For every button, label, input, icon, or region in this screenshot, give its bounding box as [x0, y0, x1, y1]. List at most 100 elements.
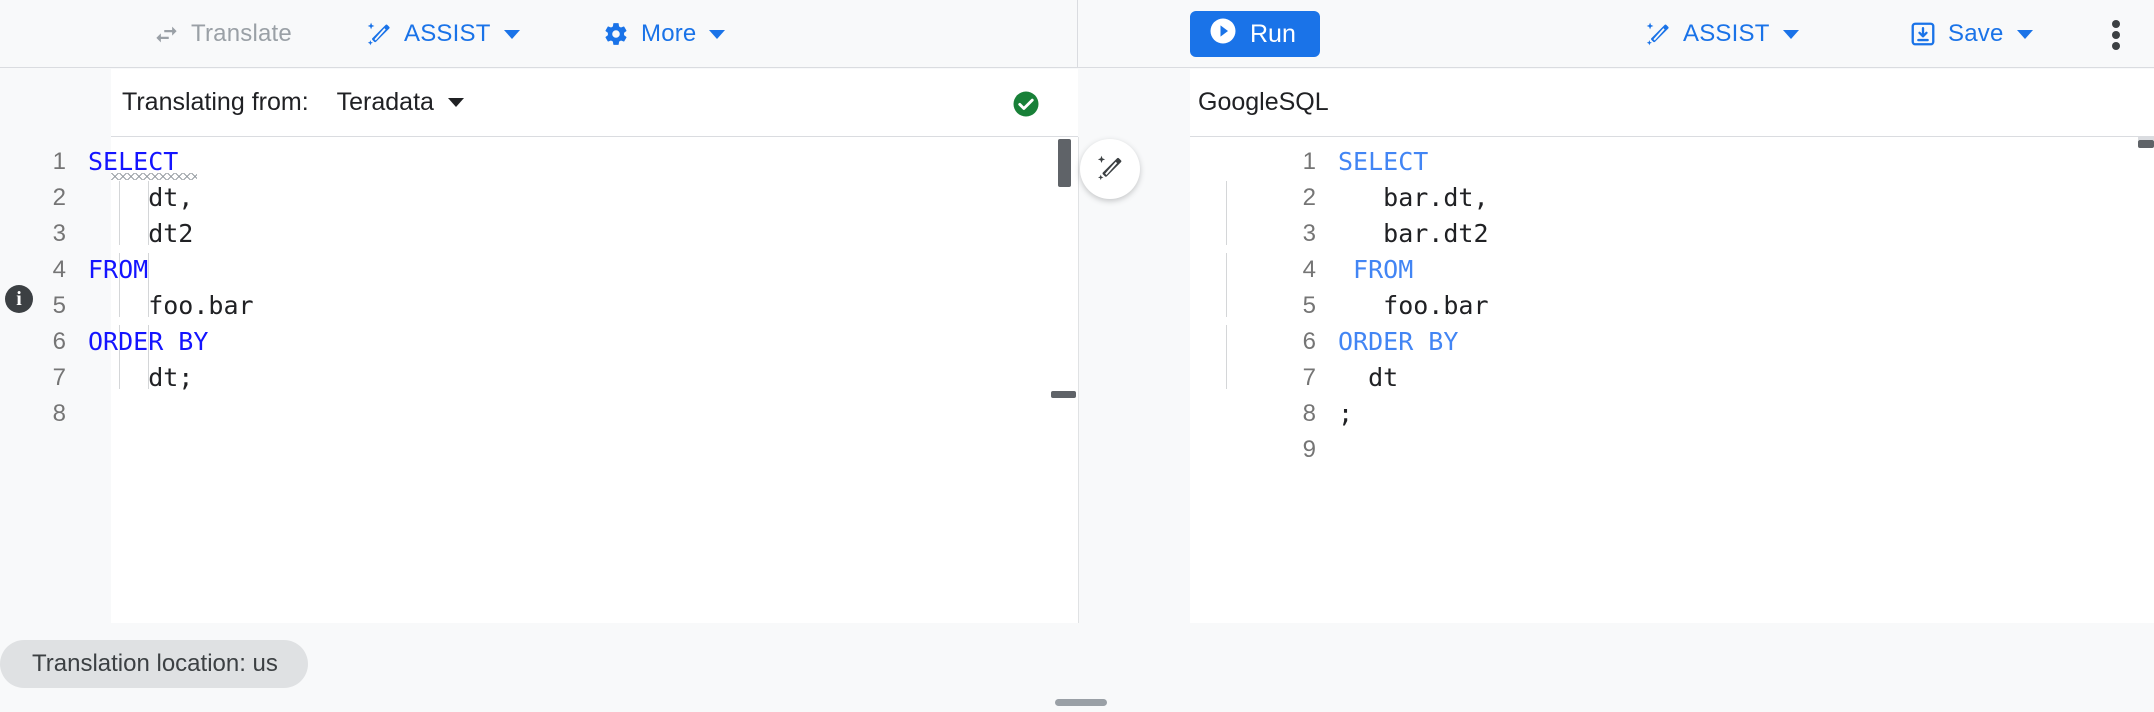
chevron-down-icon [503, 29, 520, 39]
source-header-gutter [0, 69, 111, 137]
gear-icon [602, 20, 630, 48]
center-divider [1078, 137, 1079, 623]
line-number: 7 [52, 364, 66, 391]
check-circle-icon [1011, 89, 1041, 119]
source-dialect-bar: Translating from: Teradata [111, 69, 1078, 137]
code-text: dt2 [88, 219, 194, 248]
code-line[interactable]: 5 foo.bar [1190, 288, 1489, 324]
code-line[interactable]: 5 foo.bar [0, 288, 254, 324]
line-number: 2 [1302, 184, 1316, 211]
line-number: 1 [52, 148, 66, 175]
code-text: dt; [88, 363, 194, 392]
line-number: 9 [1302, 436, 1316, 463]
line-number: 4 [52, 256, 66, 283]
source-vertical-scrollbar[interactable] [1058, 139, 1071, 187]
translate-button[interactable]: Translate [142, 13, 302, 55]
line-number: 8 [52, 400, 66, 427]
indent-guide [119, 253, 120, 317]
code-text: foo.bar [1338, 291, 1489, 320]
magic-wand-icon [365, 20, 393, 48]
indent-guide [1226, 181, 1227, 245]
code-line[interactable]: 9 [1190, 432, 1489, 468]
code-text: foo.bar [88, 291, 254, 320]
indent-guide [1226, 253, 1227, 317]
toolbar-right-group: Run ASSIST [1079, 0, 2154, 68]
indent-guide [148, 181, 149, 245]
chevron-down-icon [2016, 29, 2033, 39]
line-number: 6 [52, 328, 66, 355]
gemini-suggest-button[interactable] [1080, 139, 1140, 199]
target-dialect-value: GoogleSQL [1198, 88, 1329, 116]
indent-guide [119, 181, 120, 245]
indent-guide [1226, 325, 1227, 389]
sql-keyword: FROM [1338, 255, 1414, 284]
more-label: More [641, 20, 697, 47]
translate-label: Translate [191, 20, 292, 47]
footer: Translation location: us [0, 623, 2154, 712]
target-line-gutter-bg [1127, 137, 1190, 623]
toolbar-divider [1077, 0, 1078, 68]
code-text: dt, [88, 183, 194, 212]
code-line[interactable]: 3 bar.dt2 [1190, 216, 1489, 252]
line-number: 5 [1302, 292, 1316, 319]
code-line[interactable]: 7 dt; [0, 360, 254, 396]
run-button[interactable]: Run [1190, 11, 1320, 57]
code-line[interactable]: 4 FROM [0, 252, 254, 288]
code-text: bar.dt2 [1338, 219, 1489, 248]
code-line[interactable]: 6 ORDER BY [0, 324, 254, 360]
line-number: 1 [1302, 148, 1316, 175]
code-line[interactable]: 2 dt, [0, 180, 254, 216]
code-line[interactable]: 8 [0, 396, 254, 432]
code-line[interactable]: 4 FROM [1190, 252, 1489, 288]
chevron-down-icon [1782, 29, 1799, 39]
assist-button-left[interactable]: ASSIST [355, 13, 530, 55]
code-line[interactable]: 7 dt [1190, 360, 1489, 396]
line-number: 3 [1302, 220, 1316, 247]
save-label: Save [1948, 20, 2004, 47]
line-number: 6 [1302, 328, 1316, 355]
save-download-icon [1909, 20, 1937, 48]
code-line[interactable]: 2 bar.dt, [1190, 180, 1489, 216]
play-circle-icon [1208, 16, 1238, 53]
panel-resize-handle[interactable] [1055, 699, 1107, 706]
code-text: dt [1338, 363, 1399, 392]
indent-guide [148, 325, 149, 389]
center-header-gutter [1078, 69, 1190, 137]
code-line[interactable]: 1 SELECT [0, 144, 254, 180]
source-horizontal-scrollbar[interactable] [1051, 391, 1076, 398]
code-line[interactable]: 6 ORDER BY [1190, 324, 1489, 360]
save-button[interactable]: Save [1899, 13, 2043, 55]
source-dialect-value: Teradata [336, 88, 434, 116]
toolbar: Translate ASSIST [0, 0, 2154, 68]
translating-from-label: Translating from: [122, 88, 309, 116]
sql-keyword: ORDER BY [88, 327, 209, 356]
toolbar-left-group: Translate ASSIST [0, 0, 1078, 68]
swap-horizontal-icon [152, 20, 180, 48]
syntax-warning-squiggle [111, 173, 197, 180]
indent-guide [148, 253, 149, 317]
more-vert-icon[interactable] [2096, 14, 2136, 54]
line-number: 3 [52, 220, 66, 247]
info-icon[interactable]: i [5, 285, 33, 313]
sql-keyword: FROM [88, 252, 148, 288]
line-number: 2 [52, 184, 66, 211]
source-dialect-selector[interactable]: Teradata [337, 88, 464, 117]
code-line[interactable]: 3 dt2 [0, 216, 254, 252]
assist-button-right[interactable]: ASSIST [1634, 13, 1809, 55]
sql-keyword: ORDER BY [1338, 327, 1459, 356]
indent-guide [119, 325, 120, 389]
target-dialect-bar: GoogleSQL [1190, 69, 2154, 137]
target-vertical-scrollbar[interactable] [2138, 140, 2154, 148]
dialect-header-row: Translating from: Teradata GoogleSQL [0, 69, 2154, 137]
line-number: 7 [1302, 364, 1316, 391]
target-scroll-track [2138, 137, 2154, 140]
more-button[interactable]: More [592, 13, 735, 55]
code-line[interactable]: 8; [1190, 396, 1489, 432]
sql-keyword: SELECT [88, 147, 179, 176]
